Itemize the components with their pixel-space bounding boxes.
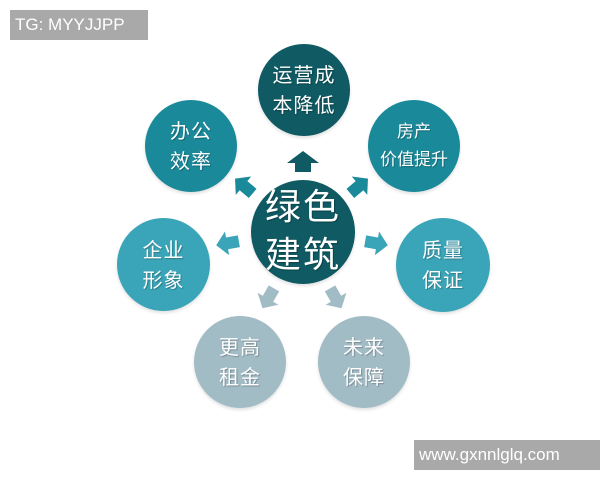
node-property-value: 房产 价值提升 [368,100,460,192]
node-label-line: 租金 [219,365,261,389]
arrow-up-left-icon [235,176,257,199]
arrow-left-icon [216,231,240,256]
node-label-line: 房产 [397,122,431,142]
arrow-down-right-icon [324,285,347,309]
node-label-line: 企业 [142,237,185,262]
node-corporate-image: 企业 形象 [117,218,210,311]
node-higher-rent: 更高 租金 [194,316,286,408]
node-label-line: 本降低 [272,93,336,117]
arrow-right-icon [364,231,388,256]
node-cost-reduction: 运营成 本降低 [258,44,350,136]
node-office-efficiency: 办公 效率 [145,100,237,192]
node-quality-assurance: 质量 保证 [396,218,490,312]
node-label-line: 未来 [343,335,385,359]
node-label-line: 效率 [170,149,212,173]
node-future-security: 未来 保障 [318,316,410,408]
watermark-bottom-right: www.gxnnlglq.com [414,440,600,470]
node-label-line: 更高 [219,335,261,359]
center-label-line: 建筑 [264,235,341,276]
node-label-line: 运营成 [272,63,336,87]
watermark-top-left: TG: MYYJJPP [10,10,148,40]
node-label-line: 质量 [422,238,464,262]
center-label-line: 绿色 [264,187,341,228]
node-label-line: 办公 [170,119,212,143]
center-node-green-building: 绿色 建筑 [251,180,355,284]
node-label-line: 形象 [142,267,185,292]
node-label-line: 价值提升 [380,150,448,170]
node-label-line: 保证 [422,268,464,292]
arrow-up-icon [287,151,319,172]
arrow-down-left-icon [257,285,280,309]
arrow-up-right-icon [346,176,368,199]
node-label-line: 保障 [343,365,385,389]
